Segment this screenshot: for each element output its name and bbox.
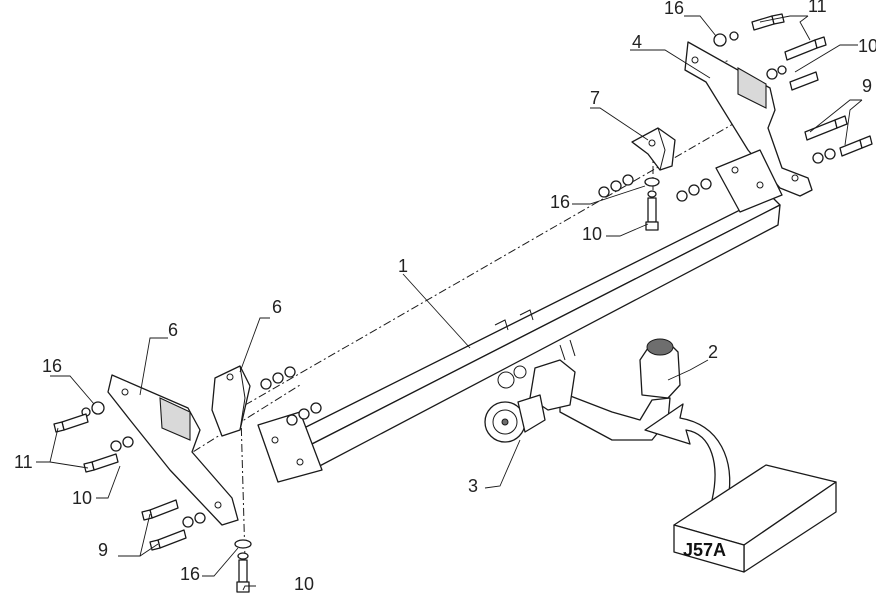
model-box: J57A — [673, 464, 837, 573]
model-box-label: J57A — [683, 540, 726, 560]
callout-9-right: 9 — [862, 76, 872, 96]
bolt-group-mid-right — [598, 174, 712, 231]
right-side-bracket — [684, 41, 813, 197]
callout-10-right: 10 — [858, 36, 876, 56]
callout-10-mid: 10 — [582, 224, 602, 244]
callout-9-left: 9 — [98, 540, 108, 560]
direction-arrow — [644, 403, 731, 501]
callout-3: 3 — [468, 476, 478, 496]
callout-labels: 1 2 3 4 6 6 7 9 9 10 10 10 10 11 11 16 1… — [14, 0, 876, 594]
callout-6-mid: 6 — [272, 297, 282, 317]
bolt-group-left — [53, 401, 206, 551]
callout-16-left: 16 — [42, 356, 62, 376]
leader-lines — [36, 15, 863, 591]
callout-10-bottom: 10 — [294, 574, 314, 594]
callout-1: 1 — [398, 256, 408, 276]
callout-2: 2 — [708, 342, 718, 362]
main-cross-beam — [257, 149, 783, 483]
left-side-bracket — [107, 374, 239, 526]
electrical-socket — [484, 394, 546, 443]
callout-11-right: 11 — [808, 0, 827, 16]
middle-angle-bracket — [211, 365, 251, 437]
callout-10-left: 10 — [72, 488, 92, 508]
top-angle-bracket — [631, 127, 676, 171]
callout-4: 4 — [632, 32, 642, 52]
fasteners — [53, 13, 873, 593]
callout-16-bottom: 16 — [180, 564, 200, 584]
callout-16-mid: 16 — [550, 192, 570, 212]
callout-7: 7 — [590, 88, 600, 108]
callout-16-top: 16 — [664, 0, 684, 18]
callout-11-left: 11 — [14, 452, 33, 472]
bolt-group-bottom — [234, 539, 252, 593]
callout-6-left: 6 — [168, 320, 178, 340]
tow-ball-neck — [497, 338, 681, 441]
bolt-group-top-right — [713, 13, 873, 164]
bolt-group-mid-left — [260, 366, 322, 426]
